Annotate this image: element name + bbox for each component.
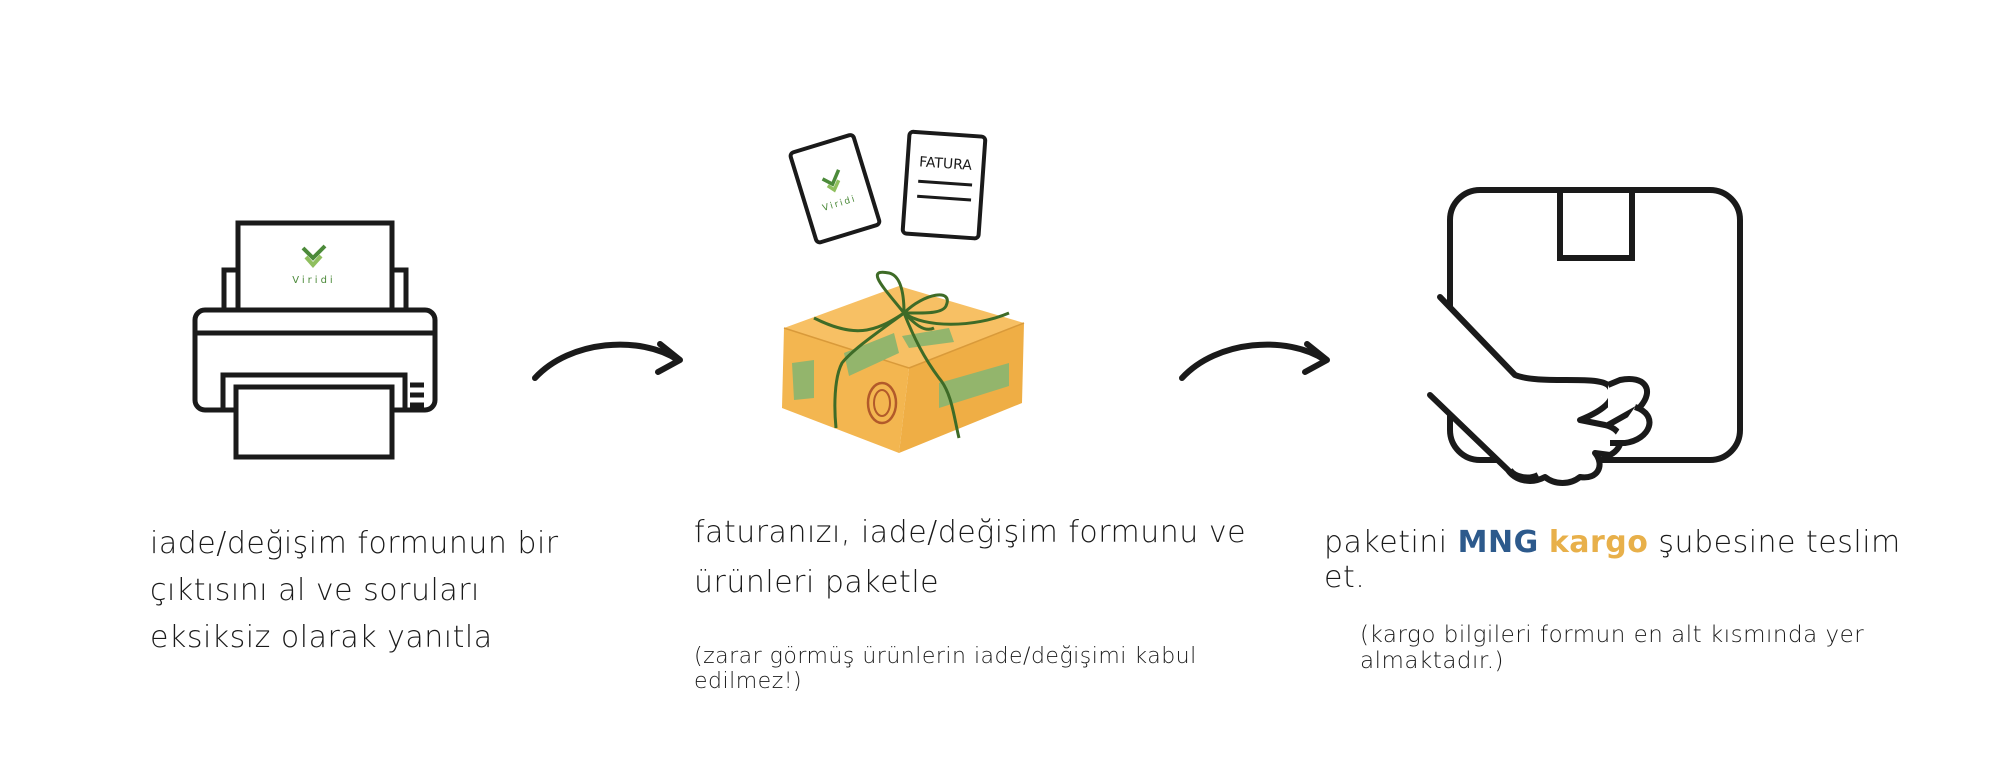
printer-paper-brand: Viridi (292, 275, 335, 286)
step3-text-before: paketini (1324, 525, 1458, 560)
carrier-space (1539, 525, 1549, 560)
gift-box-icon (774, 268, 1034, 458)
step3-instruction: paketini MNG kargo şubesine teslim et. (1324, 525, 1944, 595)
arrow-right-icon (530, 330, 690, 390)
step2-warning-note: (zarar görmüş ürünlerin iade/değişimi ka… (694, 644, 1197, 694)
step2-line1: faturanızı, iade/değişim formunu ve (694, 515, 1247, 550)
step1-line1: iade/değişim formunun bir (150, 526, 559, 561)
step2-instruction: faturanızı, iade/değişim formunu ve ürün… (694, 508, 1254, 608)
mng-brand-text: MNG (1457, 525, 1539, 560)
viridi-logo-icon (301, 244, 327, 269)
step2-line2: ürünleri paketle (694, 565, 940, 600)
step1-line3: eksiksiz olarak yanıtla (150, 620, 493, 655)
invoice-document: FATURA (896, 128, 991, 243)
hand-holding-box-icon (1420, 185, 1750, 505)
invoice-title: FATURA (919, 154, 973, 174)
step1-instruction: iade/değişim formunun bir çıktısını al v… (150, 520, 570, 661)
step3-text-after: şubesine teslim et. (1324, 525, 1901, 595)
step3-info-note: (kargo bilgileri formun en alt kısmında … (1360, 622, 1865, 674)
viridi-card: Viridi (784, 133, 884, 245)
printer-icon: Viridi (190, 215, 440, 460)
step1-line2: çıktısını al ve soruları (150, 573, 480, 608)
kargo-brand-text: kargo (1548, 525, 1649, 560)
arrow-right-icon (1177, 330, 1337, 390)
